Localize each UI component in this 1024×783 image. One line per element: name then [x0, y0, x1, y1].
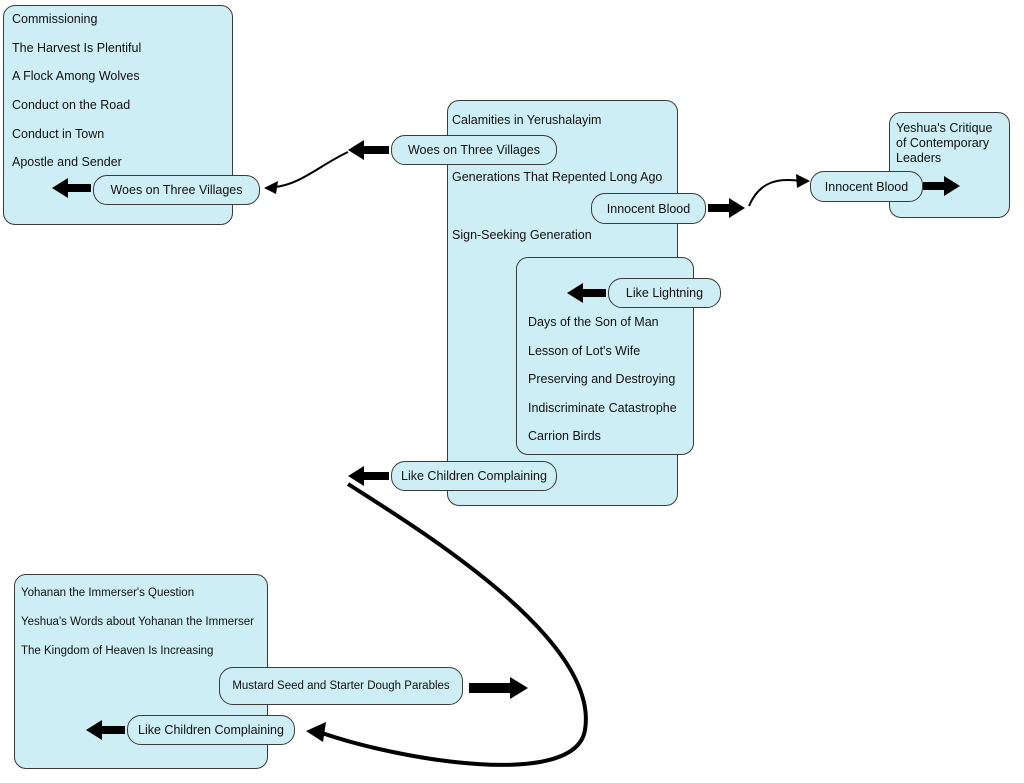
left-arrow-icon	[348, 466, 389, 486]
connector-children-complaining	[321, 482, 588, 767]
left-arrow-icon	[348, 140, 389, 160]
lightning-item: Preserving and Destroying	[528, 372, 676, 386]
arrowhead-icon	[306, 722, 326, 742]
commissioning-item: A Flock Among Wolves	[12, 69, 140, 83]
connector-innocent-blood	[748, 178, 802, 207]
commissioning-item: The Harvest Is Plentiful	[12, 41, 142, 55]
calamities-item: Generations That Repented Long Ago	[452, 170, 663, 184]
children-complaining-pill-middle[interactable]: Like Children Complaining	[391, 461, 557, 491]
yohanan-item: The Kingdom of Heaven Is Increasing	[21, 645, 214, 657]
like-lightning-pill[interactable]: Like Lightning	[608, 278, 721, 308]
commissioning-item: Conduct on the Road	[12, 98, 131, 112]
arrowhead-icon	[796, 174, 810, 188]
innocent-blood-pill-middle[interactable]: Innocent Blood	[591, 193, 706, 224]
innocent-blood-pill-right[interactable]: Innocent Blood	[810, 171, 923, 202]
right-arrow-icon	[708, 198, 745, 218]
children-complaining-pill-bottom[interactable]: Like Children Complaining	[127, 715, 295, 745]
woes-link-pill-left[interactable]: Woes on Three Villages	[93, 175, 260, 205]
right-arrow-icon	[469, 677, 528, 699]
lightning-item: Indiscriminate Catastrophe	[528, 401, 677, 415]
commissioning-item: Conduct in Town	[12, 127, 105, 141]
lightning-item: Days of the Son of Man	[528, 315, 659, 329]
yohanan-item: Yohanan the Immerser's Question	[21, 587, 195, 599]
calamities-item: Calamities in Yerushalayim	[452, 113, 602, 127]
connector-woes	[273, 151, 349, 188]
commissioning-item: Commissioning	[12, 12, 98, 26]
critique-title: Yeshua's Critique of Contemporary Leader…	[896, 121, 993, 165]
commissioning-item: Apostle and Sender	[12, 155, 122, 169]
calamities-item: Sign-Seeking Generation	[452, 228, 592, 242]
mustard-seed-pill[interactable]: Mustard Seed and Starter Dough Parables	[219, 667, 463, 705]
arrowhead-icon	[264, 181, 278, 194]
lightning-item: Lesson of Lot's Wife	[528, 344, 641, 358]
woes-link-pill-middle[interactable]: Woes on Three Villages	[391, 135, 557, 165]
lightning-item: Carrion Birds	[528, 429, 601, 443]
yohanan-item: Yeshua's Words about Yohanan the Immerse…	[21, 616, 254, 628]
